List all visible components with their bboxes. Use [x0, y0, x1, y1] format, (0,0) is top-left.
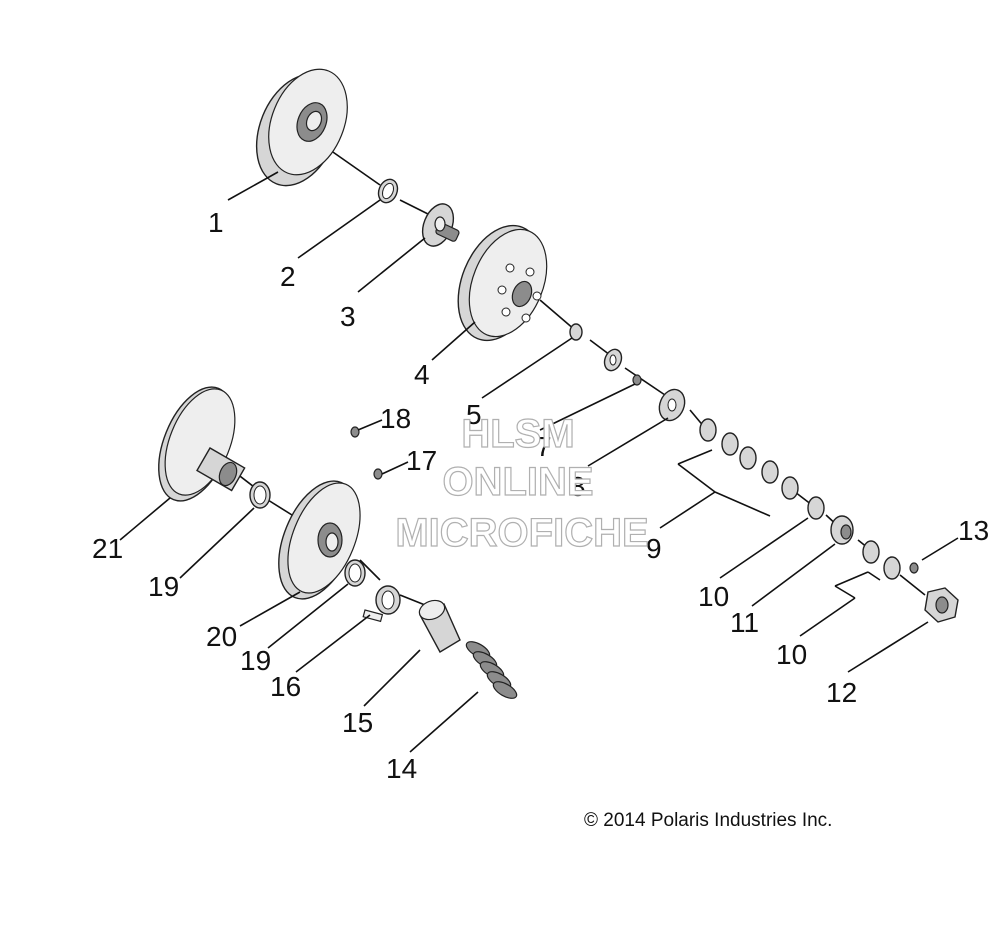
callout-14: 14 — [386, 753, 417, 784]
part-10-washer-a — [807, 496, 825, 520]
part-1-clutch-shoe — [255, 68, 348, 187]
part-13-pin — [909, 562, 919, 574]
part-3-hub — [421, 203, 460, 247]
callout-7: 7 — [536, 431, 552, 462]
callout-18: 18 — [380, 403, 411, 434]
part-2-ring — [377, 178, 399, 204]
part-19-ring-a — [249, 481, 271, 509]
part-21-fixed-sheave — [158, 386, 246, 502]
part-6-washer — [603, 348, 623, 372]
callout-10-b: 10 — [776, 639, 807, 670]
callout-8: 8 — [570, 471, 586, 502]
callout-labels: 1 2 3 4 5 7 8 9 10 11 10 12 13 18 17 21 … — [92, 207, 989, 784]
callout-5: 5 — [466, 399, 482, 430]
callout-9: 9 — [646, 533, 662, 564]
part-20-movable-sheave — [278, 480, 361, 600]
callout-15: 15 — [342, 707, 373, 738]
callout-4: 4 — [414, 359, 430, 390]
watermark-line-1: HLSM — [461, 412, 574, 456]
part-19-ring-b — [344, 559, 366, 587]
callout-2: 2 — [280, 261, 296, 292]
callout-20: 20 — [206, 621, 237, 652]
part-8-washer — [658, 388, 686, 422]
callout-12: 12 — [826, 677, 857, 708]
leader-lines — [119, 171, 959, 753]
callout-11: 11 — [730, 607, 759, 638]
callout-13: 13 — [958, 515, 989, 546]
callout-17: 17 — [406, 445, 437, 476]
callout-21: 21 — [92, 533, 123, 564]
part-11-bushing — [830, 515, 854, 545]
callout-1: 1 — [208, 207, 224, 238]
callout-3: 3 — [340, 301, 356, 332]
callout-10-a: 10 — [698, 581, 729, 612]
callout-16: 16 — [270, 671, 301, 702]
part-15-cup — [418, 599, 461, 653]
part-9-washer-stack — [699, 418, 799, 500]
watermark-line-3: MICROFICHE — [395, 511, 648, 555]
watermark: HLSM ONLINE MICROFICHE — [395, 411, 650, 555]
callout-19-a: 19 — [148, 571, 179, 602]
part-17-screw — [373, 468, 383, 480]
watermark-line-2: ONLINE — [442, 460, 593, 504]
part-5-washer — [569, 323, 583, 341]
part-18-small-nut — [350, 426, 360, 438]
copyright-text: © 2014 Polaris Industries Inc. — [584, 810, 832, 831]
callout-19-b: 19 — [240, 645, 271, 676]
part-7-key — [632, 374, 642, 386]
part-12-nut — [924, 587, 959, 623]
part-16-collar — [362, 585, 401, 623]
part-4-clutch-drum — [457, 224, 548, 342]
part-10-washer-b — [862, 540, 901, 580]
part-14-spring — [465, 641, 518, 699]
